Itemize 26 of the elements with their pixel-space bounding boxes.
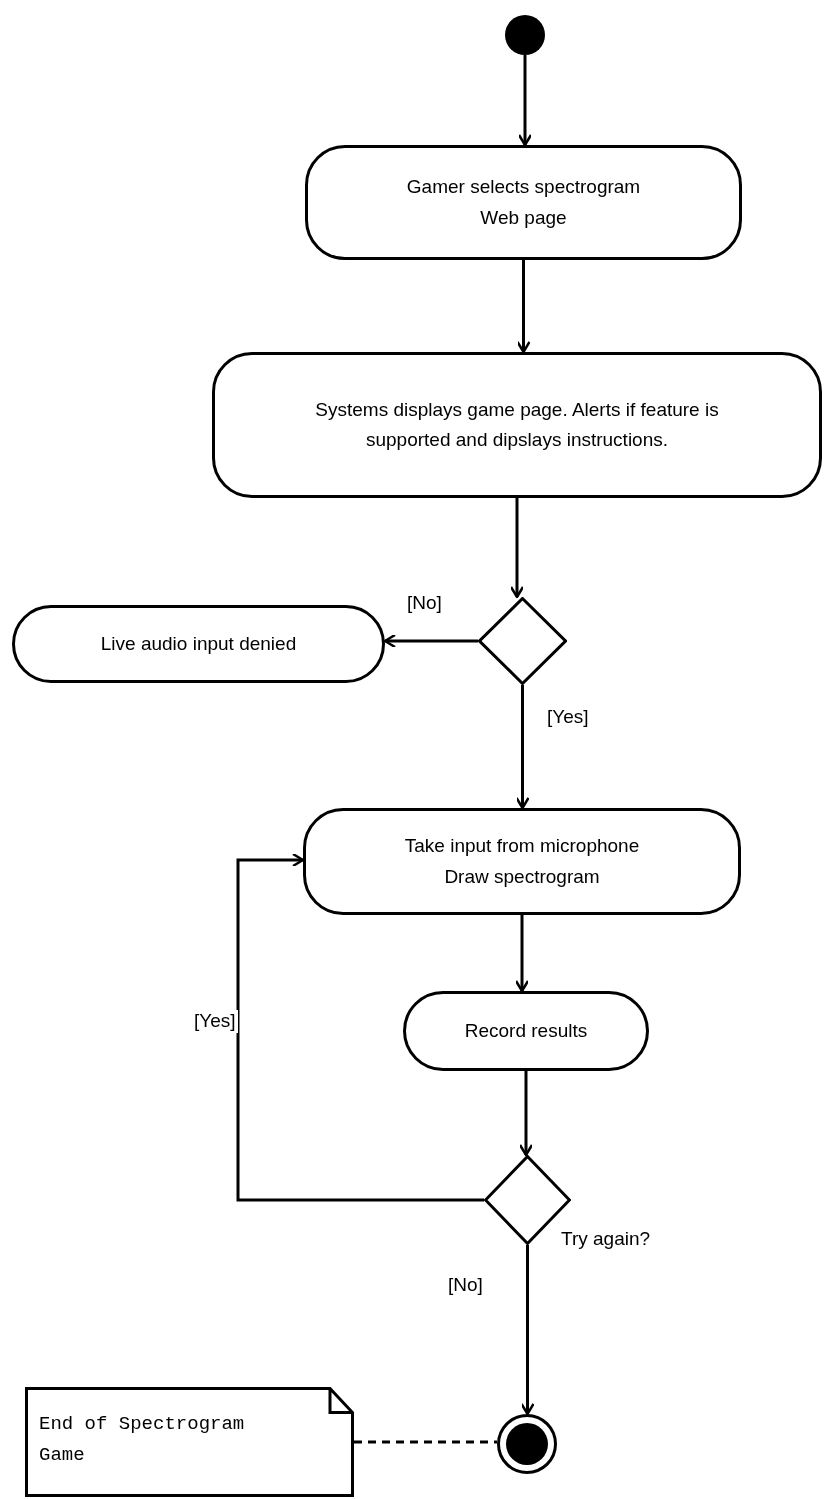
action-text: Take input from microphone Draw spectrogram xyxy=(403,834,641,889)
action-text: Gamer selects spectrogram Web page xyxy=(405,175,642,230)
final-node xyxy=(497,1414,557,1474)
action-text: Systems displays game page. Alerts if feature is supported and dipslays instructions. xyxy=(314,397,720,452)
action-box xyxy=(212,352,822,498)
action-text: Live audio input denied xyxy=(100,631,297,656)
action-box xyxy=(303,808,741,915)
note-text: End of Spectrogram Game xyxy=(39,1412,246,1469)
flow-arrow xyxy=(517,55,533,147)
action-box xyxy=(403,991,649,1071)
flow-arrow xyxy=(383,633,478,649)
flow-arrow xyxy=(514,915,530,993)
flow-arrow xyxy=(236,852,484,1202)
flow-arrow xyxy=(516,260,531,354)
action-box xyxy=(305,145,742,260)
action-text: Record results xyxy=(464,1018,588,1043)
flow-arrow xyxy=(520,1245,535,1416)
flow-arrow xyxy=(509,498,525,599)
note xyxy=(25,1387,354,1497)
action-box xyxy=(12,605,385,683)
flow-arrow xyxy=(515,685,530,810)
flow-arrow xyxy=(518,1071,534,1157)
edge-label: [Yes] xyxy=(192,1010,238,1033)
decision-diamond xyxy=(478,597,567,685)
dashed-connector xyxy=(354,1440,497,1444)
initial-node xyxy=(505,15,545,55)
